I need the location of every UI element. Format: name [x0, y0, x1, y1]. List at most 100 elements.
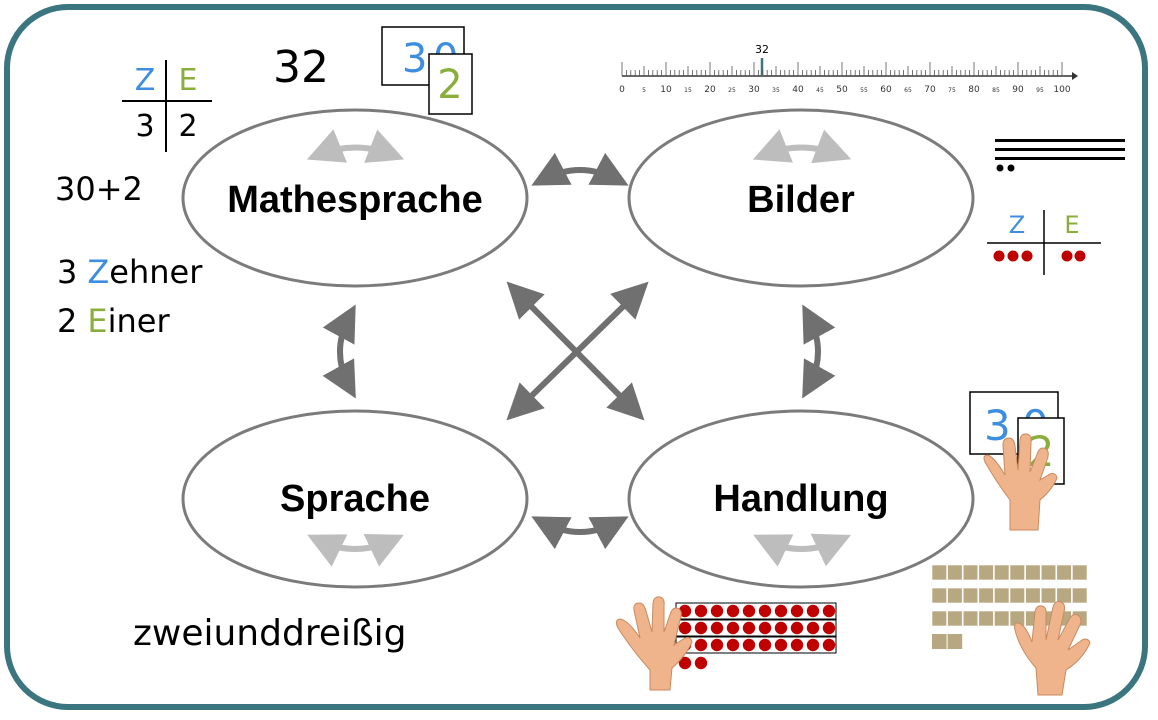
ten-rod-unit: [962, 564, 979, 581]
counter-dot: [678, 604, 692, 618]
number-line-tick-label: 55: [860, 87, 868, 94]
place-value-chart-bilder: Z E: [987, 210, 1101, 275]
ten-rod-unit: [931, 564, 947, 581]
counter-dot: [790, 604, 804, 618]
dienes-bilder: [995, 139, 1125, 172]
arrow-bilder-sprache: [506, 281, 649, 421]
counter-dot: [758, 604, 772, 618]
ten-rod-unit: [1040, 587, 1057, 604]
counter-dot: [726, 604, 740, 618]
unit-cube: [947, 634, 963, 649]
arrow-bilder-handlung: [802, 304, 836, 399]
arrow-mathesprache-bilder: [531, 152, 629, 186]
number-line-tick-label: 0: [619, 85, 625, 95]
ten-rod-unit: [1009, 564, 1025, 581]
counter-dot: [742, 621, 756, 635]
node-sprache-shape: [181, 409, 529, 589]
arrow-mathesprache-sprache: [322, 304, 356, 399]
hand-icon-cards: [983, 433, 1058, 531]
counter-dot: [726, 621, 740, 635]
ten-rod-unit: [1025, 587, 1041, 604]
counter-dot: [806, 621, 820, 635]
internal-arrow-mathesprache: [306, 129, 405, 163]
number-line-tick-label: 25: [728, 87, 736, 94]
ten-rod-unit: [931, 587, 947, 604]
number-line-tick-label: 40: [792, 85, 804, 95]
hand-icon-counters: [615, 596, 693, 691]
ten-rod-unit: [994, 564, 1010, 581]
number-line-tick-label: 100: [1053, 85, 1070, 95]
unit-cube: [932, 634, 947, 649]
node-bilder-label: Bilder: [747, 179, 855, 221]
base-ten-blocks: [931, 564, 1088, 649]
sum-notation: 30+2: [55, 170, 143, 208]
ten-rod-unit: [947, 587, 963, 604]
number-line-tick-label: 35: [772, 87, 780, 94]
bilder-header-tens: Z: [1009, 211, 1025, 239]
hand-icon-blocks: [1014, 601, 1091, 696]
counter-dot: [710, 621, 724, 635]
number-line-tick-label: 50: [836, 85, 848, 95]
counter-dot: [790, 621, 804, 635]
ten-rod-unit: [1056, 587, 1072, 604]
number-line-marker-label: 32: [755, 43, 769, 56]
ten-rod-unit: [1072, 587, 1088, 604]
node-sprache: Sprache: [181, 409, 529, 589]
twenty-frame-counters: [675, 602, 837, 670]
number-line-tick-label: 15: [684, 87, 692, 94]
place-value-cards-mathesprache: 3 0 2: [381, 26, 473, 115]
counter-dot: [822, 621, 836, 635]
number-line-tick-label: 95: [1036, 87, 1044, 94]
ten-rod-unit: [1040, 564, 1057, 581]
node-mathesprache-label: Mathesprache: [227, 179, 483, 221]
ten-rod-unit: [962, 610, 979, 627]
ten-rod-unit: [1072, 564, 1088, 581]
place-value-tens: 3: [135, 109, 154, 144]
counter-dot: [742, 638, 756, 652]
counter-dot: [742, 604, 756, 618]
number-line-tick-label: 90: [1012, 85, 1024, 95]
ten-rod-unit: [1056, 564, 1072, 581]
ten-rod-unit: [978, 587, 994, 604]
arrow-sprache-handlung: [531, 516, 629, 550]
counter-dot: [774, 621, 788, 635]
counter-dot: [726, 638, 740, 652]
ten-rod-unit: [962, 587, 979, 604]
number-line-tick-label: 60: [880, 85, 892, 95]
number-line-tick-label: 5: [642, 87, 646, 94]
number-line-tick-label: 80: [968, 85, 980, 95]
counter-dot: [806, 604, 820, 618]
card-tens-digit: 3: [402, 36, 427, 82]
ten-rod-unit: [994, 587, 1010, 604]
counter-dot: [678, 656, 692, 670]
number-line-tick-label: 30: [748, 85, 760, 95]
number-line-tick-label: 65: [904, 87, 912, 94]
number-line-tick-label: 20: [704, 85, 716, 95]
ten-rod-unit: [1009, 587, 1025, 604]
counter-dot: [694, 621, 708, 635]
bilder-header-ones: E: [1064, 211, 1079, 239]
node-handlung-label: Handlung: [713, 478, 888, 520]
number-word: zweiunddreißig: [133, 613, 407, 654]
ten-rod-unit: [994, 610, 1010, 627]
ten-rod-unit: [931, 610, 947, 627]
ten-rod-unit: [1025, 564, 1041, 581]
ten-rod-unit: [947, 564, 963, 581]
number-line-tick-label: 75: [948, 87, 956, 94]
number-line-tick-label: 70: [924, 85, 936, 95]
counter-dot: [822, 638, 836, 652]
counter-dot: [790, 638, 804, 652]
number-line-tick-label: 10: [660, 85, 672, 95]
node-mathesprache: Mathesprache: [181, 108, 529, 288]
node-handlung: Handlung: [627, 409, 975, 589]
node-bilder: Bilder: [627, 108, 975, 288]
counter-dot: [694, 656, 708, 670]
place-header-ones: E: [179, 63, 198, 98]
counter-dot: [694, 604, 708, 618]
internal-arrow-bilder: [752, 129, 852, 164]
counter-dot: [758, 621, 772, 635]
ten-rod-unit: [978, 564, 994, 581]
